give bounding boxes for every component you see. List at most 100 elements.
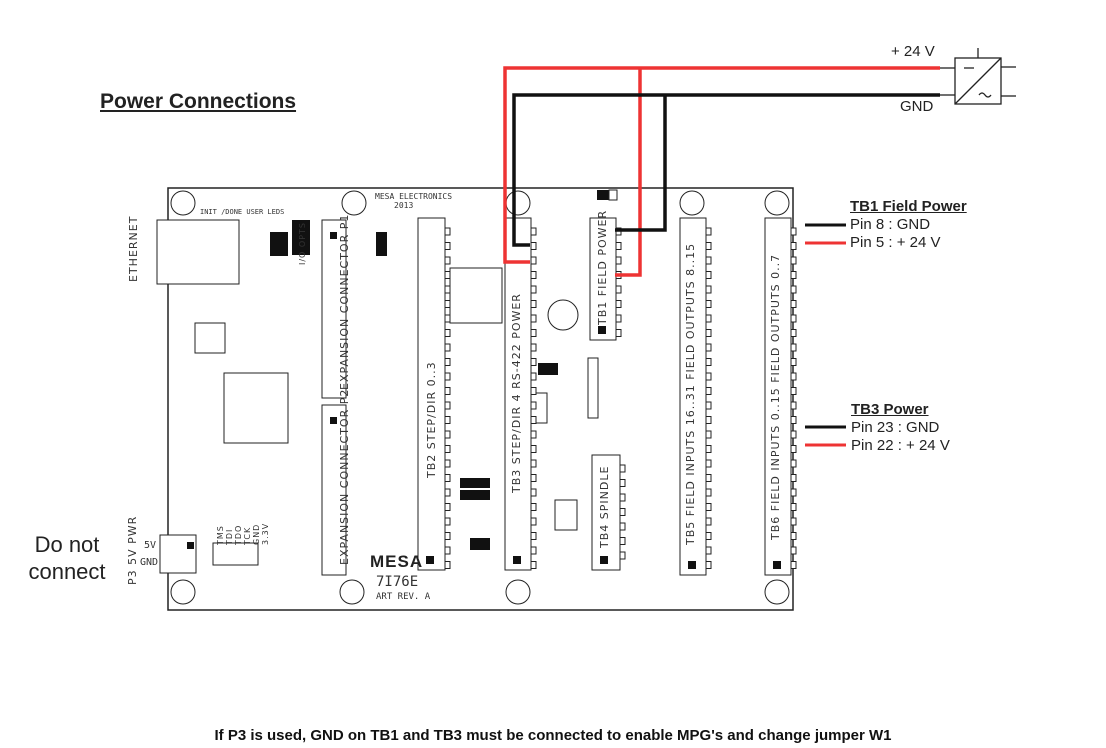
- terminal-pin: [790, 358, 797, 366]
- terminal-pin: [705, 445, 712, 453]
- terminal-pin: [444, 561, 451, 569]
- terminal-pin: [530, 300, 537, 308]
- terminal-pin: [444, 416, 451, 424]
- terminal-pin: [444, 488, 451, 497]
- terminal-pin: [790, 227, 797, 236]
- pin1-marker: [513, 556, 521, 564]
- tb5-connector: [679, 217, 707, 576]
- terminal-pin: [790, 488, 797, 497]
- p1-label: EXPANSION CONNECTOR P1: [338, 213, 351, 390]
- terminal-pin: [615, 256, 622, 265]
- terminal-pin: [444, 242, 451, 250]
- terminal-pin: [705, 488, 712, 497]
- terminal-pin: [444, 256, 451, 265]
- ethernet-jack: [156, 219, 240, 285]
- p3-note-line1: Do not: [34, 532, 100, 557]
- terminal-pin: [615, 314, 622, 323]
- terminal-pin: [444, 474, 451, 482]
- pin1-marker: [688, 561, 696, 569]
- tb1-pin-plus: Pin 5 : + 24 V: [850, 234, 941, 251]
- board-year: 2013: [394, 201, 414, 210]
- terminal-pin: [705, 387, 712, 395]
- terminal-pin: [530, 401, 537, 410]
- tb6-label: TB6 FIELD INPUTS 0..15 FIELD OUTPUTS 0..…: [769, 253, 782, 540]
- terminal-pin: [530, 459, 537, 468]
- terminal-pin: [705, 314, 712, 323]
- terminal-pin: [705, 532, 712, 540]
- terminal-pin: [790, 416, 797, 424]
- terminal-pin: [615, 285, 622, 294]
- board-leds: INIT /DONE USER LEDS: [200, 208, 285, 216]
- terminal-pin: [705, 372, 712, 381]
- terminal-pin: [705, 474, 712, 482]
- terminal-pin: [619, 493, 626, 502]
- p2-connector: [321, 404, 347, 576]
- tb3-connector: [504, 217, 532, 571]
- terminal-pin: [790, 242, 797, 250]
- p2-label: EXPANSION CONNECTOR P2: [338, 388, 351, 565]
- wire-gnd-tb3: [512, 93, 940, 247]
- terminal-pin: [619, 508, 626, 516]
- terminal-pin: [530, 387, 537, 395]
- wires: [503, 66, 940, 277]
- terminal-pin: [444, 271, 451, 279]
- p3-5v-label: 5V: [144, 540, 157, 551]
- terminal-pin: [705, 430, 712, 439]
- mesa-logo: MESA: [370, 552, 424, 571]
- tb3-header: TB3 Power: [851, 401, 929, 418]
- terminal-pin: [530, 314, 537, 323]
- terminal-pin: [705, 271, 712, 279]
- terminal-pin: [530, 517, 537, 526]
- terminal-pin: [619, 537, 626, 545]
- footer-note: If P3 is used, GND on TB1 and TB3 must b…: [214, 727, 892, 744]
- tb4-connector: [591, 454, 621, 571]
- tb1-header: TB1 Field Power: [850, 198, 967, 215]
- tb1-label: TB1 FIELD POWER: [596, 209, 609, 325]
- pin1-marker: [426, 556, 434, 564]
- terminal-pin: [790, 532, 797, 540]
- p3-note-line2: connect: [28, 559, 106, 584]
- gnd-label: GND: [900, 98, 934, 115]
- terminal-pin: [790, 271, 797, 279]
- terminal-pin: [530, 503, 537, 511]
- regulator: [212, 542, 259, 566]
- wire-plus24-tb1: [615, 68, 642, 277]
- terminal-pin: [530, 430, 537, 439]
- tb3-pin-plus: Pin 22 : + 24 V: [851, 437, 950, 454]
- terminal-pin: [444, 358, 451, 366]
- tb3-pin-gnd: Pin 23 : GND: [851, 419, 940, 436]
- terminal-pin: [705, 459, 712, 468]
- wire-plus24-tb3: [503, 66, 940, 264]
- terminal-pin: [790, 314, 797, 323]
- terminal-pin: [790, 256, 797, 265]
- terminal-pin: [444, 503, 451, 511]
- terminal-pin: [444, 314, 451, 323]
- terminal-pin: [530, 358, 537, 366]
- board-revision: ART REV. A: [376, 592, 431, 602]
- terminal-pin: [530, 271, 537, 279]
- mounting-holes: [170, 190, 790, 605]
- plus24-label: + 24 V: [891, 43, 935, 60]
- tb1-pin-gnd: Pin 8 : GND: [850, 216, 931, 233]
- p3-note: Do not connect: [22, 531, 112, 585]
- terminal-pin: [530, 372, 537, 381]
- phy-chip: [194, 322, 226, 354]
- terminal-pin: [705, 285, 712, 294]
- terminal-pin: [444, 343, 451, 352]
- pin1-marker: [330, 232, 337, 239]
- jtag-label: TMS: [216, 525, 225, 545]
- io-opts-label: I/O OPTS: [298, 222, 307, 265]
- terminal-pin: [530, 242, 537, 250]
- terminal-pin: [444, 445, 451, 453]
- board-maker: MESA ELECTRONICS: [375, 192, 453, 201]
- terminal-pin: [705, 329, 712, 337]
- terminal-pin: [790, 401, 797, 410]
- terminal-pin: [705, 546, 712, 555]
- tb6-connector: [764, 217, 792, 576]
- pin1-marker: [598, 326, 606, 334]
- pin1-marker: [330, 417, 337, 424]
- tb2-label: TB2 STEP/DIR 0..3: [425, 361, 438, 478]
- terminal-pin: [615, 329, 622, 337]
